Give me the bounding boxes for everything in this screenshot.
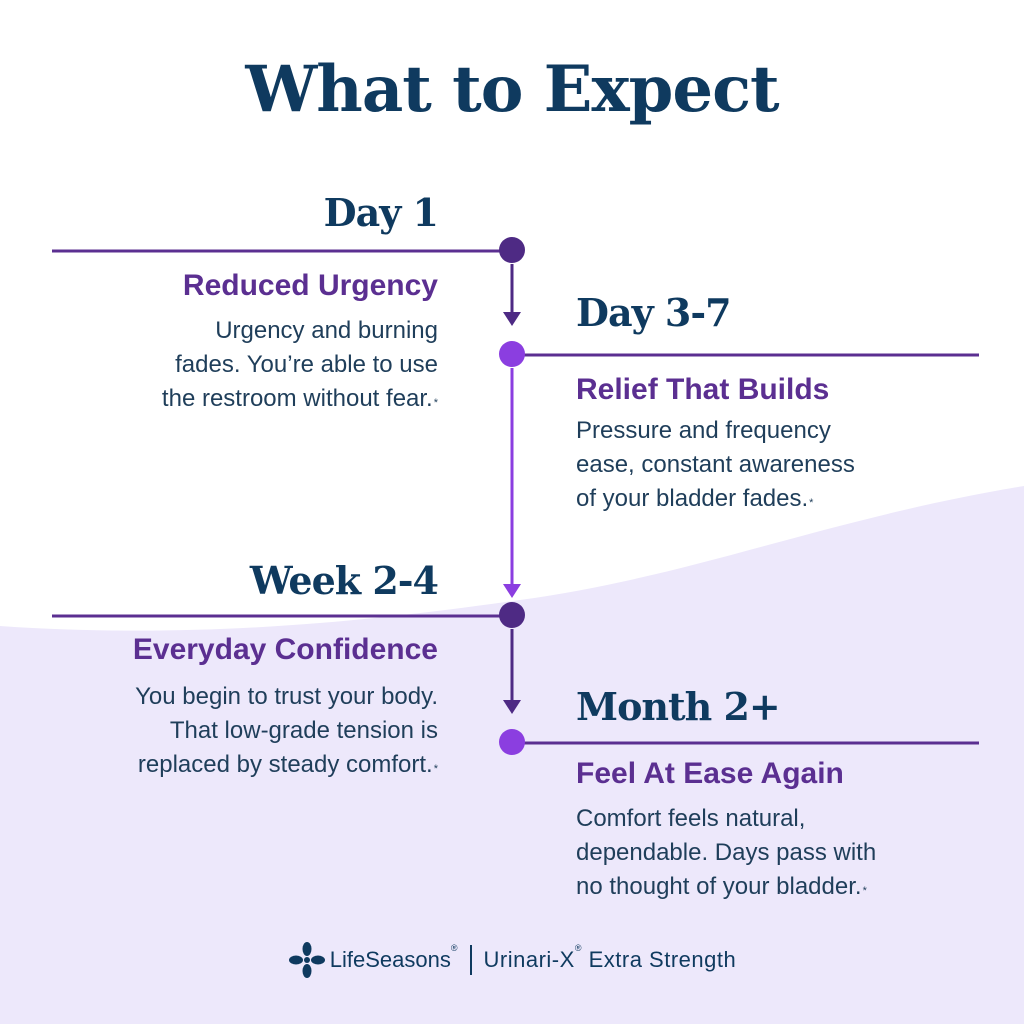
timeline-dot-day-1 — [499, 237, 525, 263]
footnote-asterisk: * — [809, 497, 814, 509]
page-title: What to Expect — [245, 52, 779, 127]
footer-divider — [469, 945, 472, 975]
milestone-day-3-7: Day 3-7 — [576, 290, 732, 335]
footnote-asterisk: * — [433, 763, 438, 775]
product-name: Urinari-X® Extra Strength — [483, 943, 737, 972]
arrowhead-2 — [503, 584, 521, 598]
milestone-day-1: Day 1 — [323, 190, 439, 235]
description-reduced-urgency: Urgency and burning fades. You’re able t… — [18, 314, 438, 416]
timeline-dot-week-2-4 — [499, 602, 525, 628]
description-line: replaced by steady comfort.* — [137, 751, 438, 778]
heading-reduced-urgency: Reduced Urgency — [182, 269, 438, 302]
description-line: the restroom without fear.* — [161, 385, 438, 412]
brand-registered-mark: ® — [450, 943, 458, 953]
description-line: Urgency and burning — [215, 317, 438, 344]
description-line: Pressure and frequency — [576, 417, 831, 444]
arrowhead-1 — [503, 312, 521, 326]
brand-name: LifeSeasons® — [329, 943, 458, 972]
description-line: fades. You’re able to use — [175, 351, 438, 378]
description-line: dependable. Days pass with — [576, 839, 877, 866]
description-line: Comfort feels natural, — [576, 805, 806, 832]
timeline-dot-month-2-plus — [499, 729, 525, 755]
description-line: You begin to trust your body. — [135, 683, 438, 710]
heading-feel-at-ease-again: Feel At Ease Again — [576, 757, 844, 790]
timeline-dot-day-3-7 — [499, 341, 525, 367]
footer: LifeSeasons® Urinari-X® Extra Strength — [0, 938, 1024, 982]
heading-relief-that-builds: Relief That Builds — [576, 373, 830, 406]
milestone-week-2-4: Week 2-4 — [249, 558, 439, 603]
footnote-asterisk: * — [433, 397, 438, 409]
product-suffix: Extra Strength — [588, 947, 737, 972]
lifeseasons-logo: LifeSeasons® — [288, 941, 458, 979]
description-line: of your bladder fades.* — [576, 485, 814, 512]
description-line: ease, constant awareness — [576, 451, 855, 478]
description-relief-that-builds: Pressure and frequency ease, constant aw… — [576, 414, 996, 516]
description-line: no thought of your bladder.* — [576, 873, 867, 900]
description-feel-at-ease-again: Comfort feels natural, dependable. Days … — [576, 802, 996, 904]
heading-everyday-confidence: Everyday Confidence — [132, 633, 438, 666]
footnote-asterisk: * — [862, 885, 867, 897]
flower-logo-icon — [288, 942, 325, 978]
product-registered-mark: ® — [574, 943, 582, 953]
description-line: That low-grade tension is — [169, 717, 438, 744]
arrowhead-3 — [503, 700, 521, 714]
milestone-month-2-plus: Month 2+ — [576, 684, 781, 729]
description-everyday-confidence: You begin to trust your body. That low-g… — [18, 680, 438, 782]
